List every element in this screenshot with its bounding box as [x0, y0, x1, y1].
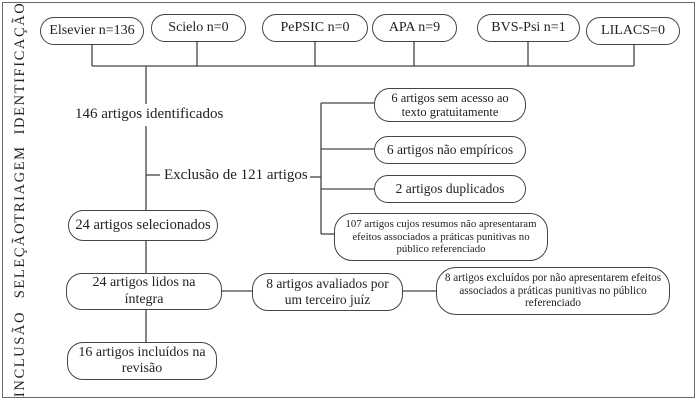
- selected-box: 24 artigos selecionados: [68, 210, 218, 241]
- exclusion-reason-no-access: 6 artigos sem acesso ao texto gratuitame…: [374, 88, 526, 122]
- source-box-apa: APA n=9: [372, 14, 457, 42]
- stage-label-identificacao: IDENTIFICAÇÃO: [12, 1, 28, 135]
- excluded-third-box: 8 artigos excluídos por não apresentarem…: [436, 267, 670, 315]
- diagram-frame: [2, 2, 695, 398]
- stage-label-inclusao: INCLUSÃO: [12, 310, 28, 398]
- full-read-box: 24 artigos lidos na íntegra: [66, 273, 222, 310]
- identified-count: 146 artigos identificados: [75, 106, 224, 122]
- source-box-scielo: Scielo n=0: [151, 14, 246, 42]
- third-judge-box: 8 artigos avaliados por um terceiro juíz: [252, 273, 403, 311]
- source-box-elsevier: Elsevier n=136: [40, 17, 144, 45]
- exclusion-reason-not-empirical: 6 artigos não empíricos: [374, 136, 526, 164]
- exclusion-count: Exclusão de 121 artigos: [164, 167, 308, 183]
- included-box: 16 artigos incluídos na revisão: [67, 342, 217, 380]
- source-box-bvs-psi: BVS-Psi n=1: [477, 14, 580, 42]
- source-box-lilacs: LILACS=0: [586, 17, 680, 45]
- source-box-pepsic: PePSIC n=0: [262, 14, 368, 42]
- stage-label-selecao: SELEÇÃO: [12, 221, 28, 299]
- exclusion-reason-duplicates: 2 artigos duplicados: [374, 175, 526, 203]
- exclusion-reason-abstracts: 107 artigos cujos resumos não apresentar…: [334, 213, 548, 261]
